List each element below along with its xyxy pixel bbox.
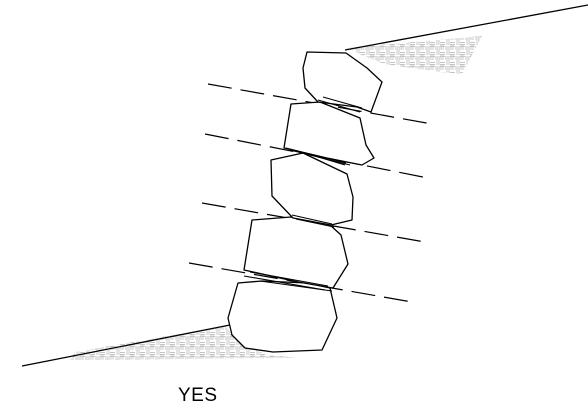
rock-5 bbox=[227, 280, 338, 353]
lower-soil-hatch bbox=[70, 326, 300, 360]
rock-contact-lines bbox=[243, 96, 363, 292]
rock-stack bbox=[227, 51, 383, 353]
upper-soil-hatch bbox=[345, 36, 482, 74]
lower-slope-line bbox=[21, 324, 231, 367]
caption-label: YES bbox=[178, 385, 218, 406]
rock-1 bbox=[302, 51, 383, 113]
rock-4 bbox=[243, 216, 349, 289]
upper-slope-line bbox=[344, 4, 588, 51]
rock-3 bbox=[270, 152, 354, 226]
